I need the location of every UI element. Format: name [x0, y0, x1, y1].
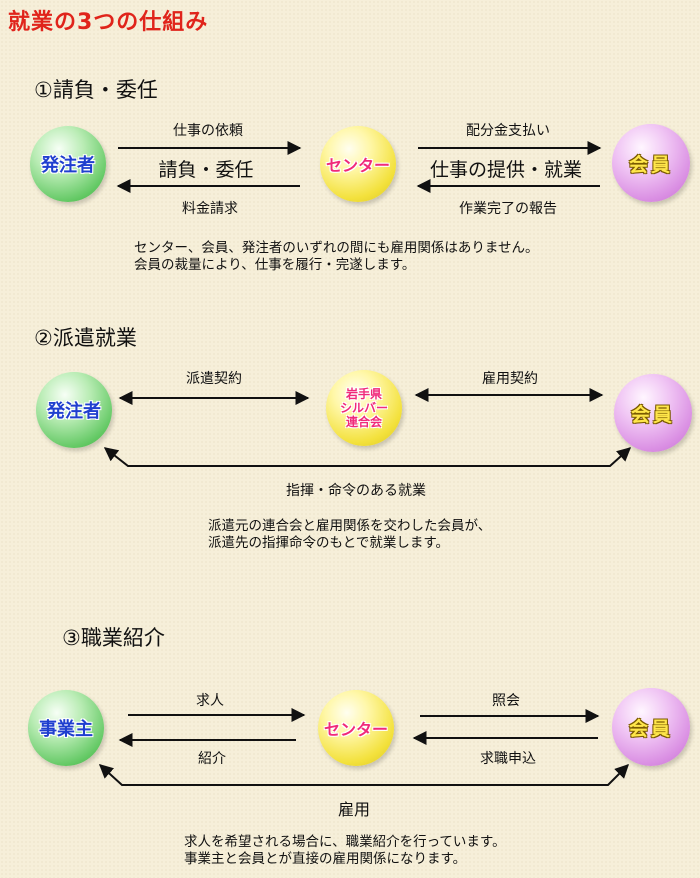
section-title-3: ③職業紹介	[62, 626, 165, 650]
label-s2-left-top: 派遣契約	[186, 371, 242, 387]
node-label-line: シルバー	[339, 401, 388, 415]
node-label-line: 岩手県	[345, 387, 382, 401]
note-line: 事業主と会員とが直接の雇用関係になります。	[184, 851, 467, 867]
label-s1-left-bottom: 料金請求	[182, 201, 238, 217]
node-label: 発注者	[47, 401, 101, 422]
label-s3-left-top: 求人	[196, 693, 224, 709]
node-member-2: 会員	[614, 374, 692, 452]
node-member-1: 会員	[612, 124, 690, 202]
label-s1-left-top: 仕事の依頼	[173, 123, 243, 139]
node-label: 会員	[630, 403, 675, 426]
node-client-2: 発注者	[36, 372, 112, 448]
label-s1-right-mid: 仕事の提供・就業	[429, 159, 583, 181]
label-s1-right-top: 配分金支払い	[466, 123, 550, 139]
node-center-3: センター	[318, 690, 394, 766]
label-s2-bottom: 指揮・命令のある就業	[286, 483, 426, 499]
node-center-1: センター	[320, 126, 396, 202]
node-label: 会員	[628, 153, 673, 176]
note-2: 派遣元の連合会と雇用関係を交わした会員が、 派遣先の指揮命令のもとで就業します。	[208, 518, 491, 552]
note-3: 求人を希望される場合に、職業紹介を行っています。 事業主と会員とが直接の雇用関係…	[184, 834, 506, 868]
section-title-1: ①請負・委任	[34, 78, 158, 102]
node-client-1: 発注者	[30, 126, 106, 202]
note-line: 求人を希望される場合に、職業紹介を行っています。	[184, 834, 506, 850]
note-line: 会員の裁量により、仕事を履行・完遂します。	[134, 257, 416, 273]
node-label: センター	[325, 156, 390, 175]
label-s1-left-mid: 請負・委任	[158, 159, 254, 181]
node-label: 会員	[628, 717, 673, 740]
note-line: 派遣元の連合会と雇用関係を交わした会員が、	[208, 518, 492, 534]
label-s3-bottom: 雇用	[337, 800, 371, 819]
node-member-3: 会員	[612, 688, 690, 766]
node-label-line: 連合会	[345, 415, 382, 429]
arrow-s2-bottom	[103, 447, 632, 467]
node-label: 岩手県 シルバー 連合会	[340, 387, 388, 429]
node-center-2: 岩手県 シルバー 連合会	[326, 370, 402, 446]
label-s1-right-bottom: 作業完了の報告	[459, 201, 557, 217]
node-label: センター	[323, 720, 388, 739]
label-s3-right-top: 照会	[492, 693, 520, 709]
page-title: 就業の3つの仕組み	[8, 10, 209, 35]
section-title-2: ②派遣就業	[34, 326, 137, 350]
note-line: 派遣先の指揮命令のもとで就業します。	[208, 535, 449, 551]
label-s3-left-bottom: 紹介	[198, 751, 226, 767]
label-s3-right-bottom: 求職申込	[480, 751, 536, 767]
note-1: センター、会員、発注者のいずれの間にも雇用関係はありません。 会員の裁量により、…	[134, 240, 538, 274]
node-label: 発注者	[41, 155, 95, 176]
note-line: センター、会員、発注者のいずれの間にも雇用関係はありません。	[134, 240, 539, 256]
arrow-s3-bottom	[98, 764, 629, 786]
node-client-3: 事業主	[28, 690, 104, 766]
label-s2-right-top: 雇用契約	[482, 371, 538, 387]
node-label: 事業主	[39, 719, 93, 740]
